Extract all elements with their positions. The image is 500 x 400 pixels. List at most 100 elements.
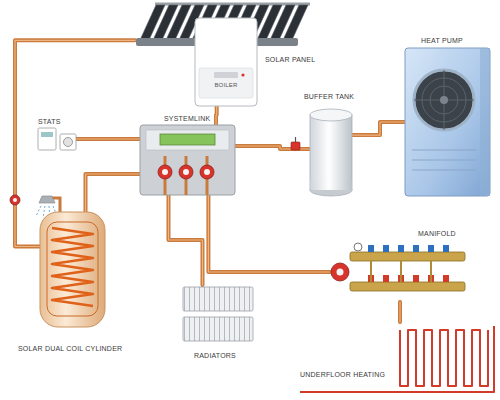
thermostat-art xyxy=(41,132,53,137)
component-label: BOILER xyxy=(195,81,257,90)
component-label: SOLAR DUAL COIL CYLINDER xyxy=(18,344,122,353)
component-label: BUFFER TANK xyxy=(304,92,354,101)
manifold-art xyxy=(383,275,389,282)
boiler-art xyxy=(195,18,257,106)
underfloor-heating: UNDERFLOOR HEATING xyxy=(395,322,495,394)
boiler-art xyxy=(195,18,257,106)
control-unit-art xyxy=(204,169,210,175)
solar-loop-pump xyxy=(10,195,20,205)
thermostats: STATS xyxy=(38,128,76,150)
shower-art xyxy=(43,206,45,218)
cylinder-art xyxy=(40,212,105,327)
radiator-art xyxy=(183,287,253,311)
copper-pipe xyxy=(86,174,141,212)
heat-pump-art xyxy=(440,96,448,104)
zone-valve xyxy=(291,142,300,150)
pipe-highlight xyxy=(169,195,203,285)
copper-pipe xyxy=(208,195,330,272)
manifold-art xyxy=(443,245,449,252)
manifold-art xyxy=(428,245,434,252)
radiator-art xyxy=(183,287,253,341)
hot-water-cylinder: SOLAR DUAL COIL CYLINDER xyxy=(40,212,105,327)
buffer-tank-art xyxy=(310,180,351,190)
manifold-art xyxy=(370,261,372,282)
buffer-tank-art xyxy=(310,109,352,121)
thermostat-art xyxy=(38,128,76,150)
pipe-highlight xyxy=(86,174,141,212)
heat-pump-art xyxy=(412,150,476,151)
control-unit: SYSTEMLINK xyxy=(140,125,235,195)
boiler-art xyxy=(241,73,244,76)
cylinder-art xyxy=(40,212,105,327)
copper-pipe xyxy=(352,122,405,135)
manifold-art xyxy=(398,245,404,252)
underfloor-coil-art xyxy=(400,330,488,386)
manifold-art xyxy=(368,245,374,252)
underfloor-coil-art xyxy=(300,326,494,392)
control-unit-art xyxy=(179,165,193,179)
copper-pipe xyxy=(398,302,402,322)
manifold-art xyxy=(430,261,432,282)
underfloor-coil-art xyxy=(300,326,494,392)
component-label: HEAT PUMP xyxy=(421,36,463,45)
buffer-tank-art xyxy=(310,115,352,190)
control-unit-art xyxy=(162,169,168,175)
control-unit-art xyxy=(200,165,214,179)
shower-art xyxy=(36,206,41,216)
zone-valve xyxy=(291,137,300,150)
pipe-highlight xyxy=(208,195,330,272)
buffer-tank-art xyxy=(310,109,352,196)
boiler: BOILER xyxy=(195,18,257,106)
manifold-art xyxy=(331,263,349,281)
heat-pump-art xyxy=(480,48,490,196)
control-unit-art xyxy=(160,134,215,145)
manifold: MANIFOLD xyxy=(330,242,470,302)
heat-pump: HEAT PUMP xyxy=(405,48,490,196)
control-unit-art xyxy=(146,130,229,150)
pipe-highlight xyxy=(215,106,217,125)
component-label: UNDERFLOOR HEATING xyxy=(300,370,385,379)
zone-valve xyxy=(295,137,296,142)
pipe-highlight xyxy=(399,302,400,322)
heat-pump-art xyxy=(414,70,474,130)
manifold-art xyxy=(354,243,362,251)
heat-pump-art xyxy=(412,160,476,161)
component-label: MANIFOLD xyxy=(418,229,456,238)
manifold-art xyxy=(350,282,465,291)
boiler-art xyxy=(214,72,238,78)
manifold-art xyxy=(413,245,419,252)
manifold-art xyxy=(400,261,402,282)
cylinder-art xyxy=(47,222,98,316)
thermostat-art xyxy=(60,134,76,150)
manifold-art xyxy=(443,275,449,282)
thermostat-art xyxy=(38,128,56,150)
control-unit-art xyxy=(140,125,235,195)
radiator-art xyxy=(183,317,253,341)
solar-loop-pump xyxy=(10,195,20,205)
copper-pipe xyxy=(76,137,140,141)
component-label: STATS xyxy=(38,117,61,126)
radiators: RADIATORS xyxy=(180,285,255,343)
component-label: SOLAR PANEL xyxy=(265,55,315,64)
heat-pump-art xyxy=(412,170,476,171)
manifold-art xyxy=(413,275,419,282)
copper-pipe xyxy=(214,106,219,125)
control-unit-art xyxy=(183,169,189,175)
manifold-art xyxy=(337,269,344,276)
cylinder-art xyxy=(52,228,93,306)
copper-pipe xyxy=(169,195,203,285)
control-unit-art xyxy=(158,165,172,179)
heat-pump-art xyxy=(405,48,490,196)
shower-art xyxy=(39,196,55,203)
component-label: SYSTEMLINK xyxy=(164,114,210,123)
manifold-art xyxy=(383,245,389,252)
solar-loop-pump xyxy=(13,198,17,202)
solar-collector-art xyxy=(283,5,308,40)
buffer-tank: BUFFER TANK xyxy=(310,109,352,196)
component-label: RADIATORS xyxy=(194,351,236,360)
solar-panel: SOLAR PANEL xyxy=(135,2,305,47)
heat-pump-art xyxy=(405,48,490,196)
control-unit-art xyxy=(140,125,235,195)
